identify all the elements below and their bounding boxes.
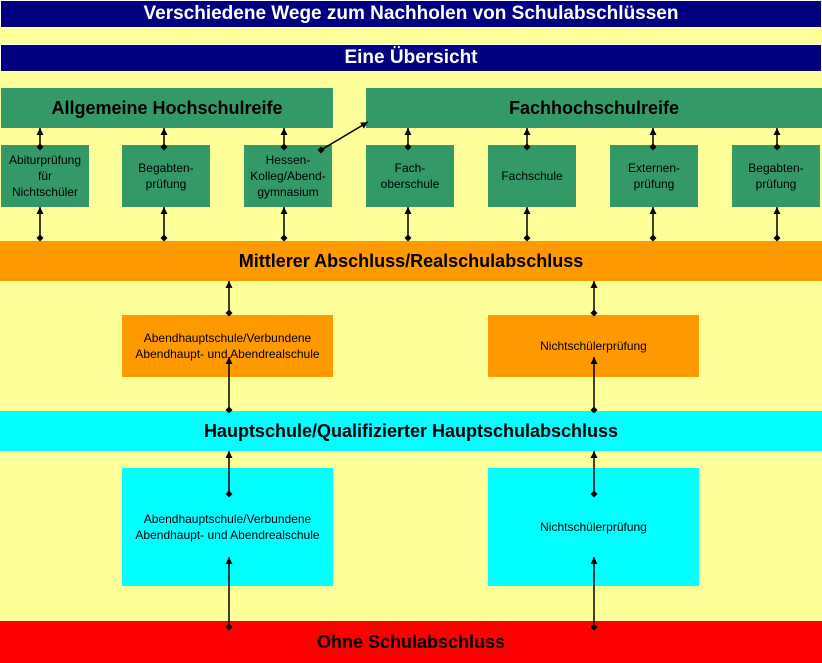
connector-arrow xyxy=(225,451,233,498)
connector-arrow xyxy=(225,557,233,631)
lower-path-box: Abendhauptschule/Verbundene Abendhaupt- … xyxy=(122,468,333,586)
hauptschulabschluss-bar: Hauptschule/Qualifizierter Hauptschulabs… xyxy=(0,411,822,451)
fachhochschulreife: Fachhochschulreife xyxy=(366,88,822,128)
connector-arrow xyxy=(649,128,657,151)
connector-arrow xyxy=(523,207,531,242)
upper-path-box: Hessen- Kolleg/Abend- gymnasium xyxy=(244,145,332,207)
connector-arrow xyxy=(36,128,44,151)
upper-path-box: Fachschule xyxy=(488,145,576,207)
allgemeine-hochschulreife: Allgemeine Hochschulreife xyxy=(1,88,333,128)
mittlerer-abschluss-bar: Mittlerer Abschluss/Realschulabschluss xyxy=(0,241,822,281)
subtitle-bar: Eine Übersicht xyxy=(0,44,822,72)
connector-arrow xyxy=(317,121,369,154)
connector-arrow xyxy=(590,357,598,414)
connector-arrow xyxy=(280,207,288,242)
connector-arrow xyxy=(404,128,412,151)
connector-arrow xyxy=(590,557,598,631)
upper-path-box: Abiturprüfung für Nichtschüler xyxy=(1,145,89,207)
connector-arrow xyxy=(590,281,598,317)
connector-arrow xyxy=(225,281,233,317)
connector-arrow xyxy=(523,128,531,151)
connector-arrow xyxy=(36,207,44,242)
upper-path-box: Begabten- prüfung xyxy=(732,145,820,207)
ohne-abschluss-bar: Ohne Schulabschluss xyxy=(0,621,822,663)
connector-arrow xyxy=(773,207,781,242)
connector-arrow xyxy=(590,451,598,498)
connector-arrow xyxy=(160,128,168,151)
middle-path-box: Abendhauptschule/Verbundene Abendhaupt- … xyxy=(122,315,333,377)
connector-arrow xyxy=(160,207,168,242)
connector-arrow xyxy=(404,207,412,242)
title-bar: Verschiedene Wege zum Nachholen von Schu… xyxy=(0,0,822,28)
connector-arrow xyxy=(225,357,233,414)
connector-arrow xyxy=(280,128,288,151)
upper-path-box: Externen- prüfung xyxy=(610,145,698,207)
upper-path-box: Begabten- prüfung xyxy=(122,145,210,207)
upper-path-box: Fach- oberschule xyxy=(366,145,454,207)
connector-arrow xyxy=(649,207,657,242)
connector-arrow xyxy=(773,128,781,151)
